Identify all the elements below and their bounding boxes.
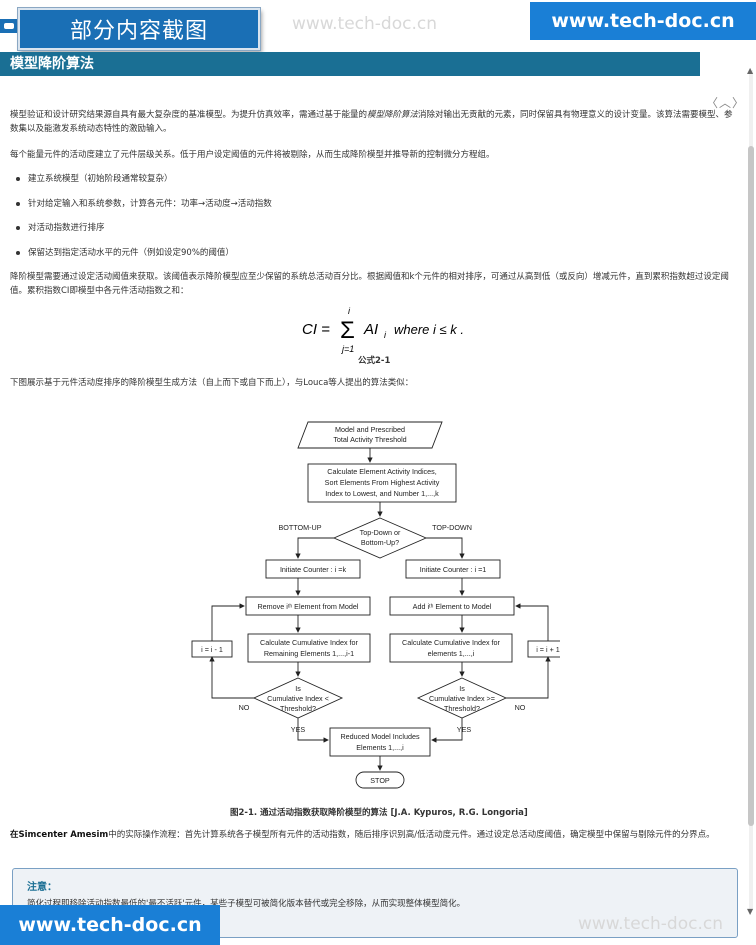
flow-arrow <box>211 603 245 641</box>
scroll-down-icon[interactable]: ▼ <box>747 907 754 916</box>
list-item: 保留达到指定活动水平的元件（例如设定90%的阈值） <box>10 246 272 271</box>
scrollbar-thumb[interactable] <box>748 146 754 826</box>
flow-stop-terminal <box>355 771 405 789</box>
flow-cum-right-line2: elements 1,...,i <box>428 649 475 658</box>
flow-start-line1: Model and Prescribed <box>335 425 405 434</box>
flow-add-text: Add iᵗʰ Element to Model <box>413 602 492 611</box>
nav-arrows-icon[interactable]: 〈︿〉 <box>706 96 746 110</box>
paragraph-intro: 模型验证和设计研究结果源自具有最大复杂度的基准模型。为提升仿真效率，需通过基于能… <box>10 108 736 136</box>
formula-condition: where i ≤ k . <box>394 322 464 337</box>
flow-arrow <box>297 718 329 743</box>
flow-calc-line3: Index to Lowest, and Number 1,...,k <box>325 489 439 498</box>
flow-cum-left-box <box>247 633 371 663</box>
paragraph-text: 模型验证和设计研究结果源自具有最大复杂度的基准模型。为提升仿真效率，需通过基于能… <box>10 110 368 120</box>
flow-check-right-line2: Cumulative Index >= <box>429 694 495 703</box>
flow-init-left-text: Initiate Counter : i =k <box>280 565 347 574</box>
list-item: 对活动指数进行排序 <box>10 221 272 246</box>
formula-sum-bottom: j=1 <box>341 344 354 354</box>
paragraph-amesim: 在Simcenter Amesim中的实际操作流程：首先计算系统各子模型所有元件… <box>10 828 715 842</box>
paragraph-text: 中的实际操作流程：首先计算系统各子模型所有元件的活动指数，随后排序识别高/低活动… <box>108 830 715 840</box>
flow-calc-box <box>307 463 457 503</box>
paragraph-text: 消除对输出无贡献的元素，同时保留具有物理意义的设计变量。该算法需要模型、参数集以… <box>10 110 733 134</box>
list-item: 建立系统模型（初始阶段通常较复杂） <box>10 172 272 197</box>
flow-reduced-line1: Reduced Model Includes <box>340 732 420 741</box>
flow-yes-right: YES <box>457 725 472 734</box>
formula-lhs: CI = <box>302 321 330 338</box>
flow-start-box <box>297 421 443 449</box>
formula-caption: 公式2-1 <box>358 356 391 366</box>
flow-top-down-label: TOP-DOWN <box>432 523 472 532</box>
flow-arrow <box>431 718 463 743</box>
paragraph-hierarchy: 每个能量元件的活动度建立了元件层级关系。低于用户设定阈值的元件将被剔除，从而生成… <box>10 150 495 160</box>
flow-check-right-line3: Threshold? <box>444 704 480 713</box>
flow-stop-text: STOP <box>370 776 390 785</box>
flow-increment-text: i = i + 1 <box>536 645 560 654</box>
flow-reduced-box <box>329 727 431 757</box>
site-link-bottom[interactable]: www.tech-doc.cn <box>0 905 220 945</box>
flow-reduced-line2: Elements 1,...,i <box>356 743 404 752</box>
flow-calc-line1: Calculate Element Activity Indices, <box>327 467 436 476</box>
flow-arrow <box>209 656 254 699</box>
formula-sum-top: i <box>348 306 351 316</box>
screenshot-badge: 部分内容截图 <box>18 8 260 50</box>
flow-cum-right-line1: Calculate Cumulative Index for <box>402 638 500 647</box>
note-text: 简化过程即移除活动指数最低的'最不活跃'元件，某些子模型可被简化版本替代或完全移… <box>27 899 466 909</box>
flow-decrement-text: i = i - 1 <box>201 645 223 654</box>
flow-cum-left-line2: Remaining Elements 1,...,i-1 <box>264 649 354 658</box>
flow-decision-line2: Bottom-Up? <box>361 538 399 547</box>
flow-arrow <box>506 656 551 699</box>
flow-init-right-text: Initiate Counter : i =1 <box>420 565 487 574</box>
paragraph-bold: 在Simcenter Amesim <box>10 830 109 840</box>
formula-term-sub: i <box>384 330 387 340</box>
top-banner: 部分内容截图 www.tech-doc.cn www.tech-doc.cn <box>0 0 756 50</box>
flow-arrow <box>295 537 334 559</box>
list-item: 针对给定输入和系统参数，计算各元件：功率→活动度→活动指数 <box>10 197 272 222</box>
paragraph-emphasis: 模型降阶算法 <box>367 110 419 120</box>
flow-check-left-line1: Is <box>295 684 301 693</box>
formula-ci: CI = i Σ j=1 AI i where i ≤ k . <box>302 306 464 354</box>
figure-caption: 图2-1. 通过活动指数获取降阶模型的算法 [J.A. Kypuros, R.G… <box>230 808 528 818</box>
flow-arrow <box>426 537 465 559</box>
flow-calc-line2: Sort Elements From Highest Activity <box>325 478 440 487</box>
note-title: 注意： <box>27 882 57 893</box>
flow-remove-text: Remove iᵗʰ Element from Model <box>257 602 358 611</box>
flow-bottom-up-label: BOTTOM-UP <box>279 523 322 532</box>
flow-check-right-line1: Is <box>459 684 465 693</box>
flow-decision-line1: Top-Down or <box>360 528 401 537</box>
site-link-top[interactable]: www.tech-doc.cn <box>530 2 756 40</box>
flow-cum-left-line1: Calculate Cumulative Index for <box>260 638 358 647</box>
flow-cum-right-box <box>389 633 513 663</box>
paragraph-figure-intro: 下图展示基于元件活动度排序的降阶模型生成方法（自上而下或自下而上），与Louca… <box>10 378 414 388</box>
steps-list: 建立系统模型（初始阶段通常较复杂） 针对给定输入和系统参数，计算各元件：功率→活… <box>10 172 272 270</box>
badge-tab-icon <box>0 19 20 33</box>
scroll-up-icon[interactable]: ▲ <box>747 66 754 75</box>
flow-no-left: NO <box>239 703 250 712</box>
flow-check-left-line2: Cumulative Index < <box>267 694 329 703</box>
flow-check-left-line3: Threshold? <box>280 704 316 713</box>
flow-init-left-box <box>265 559 361 579</box>
flow-yes-left: YES <box>291 725 306 734</box>
flow-decision-diamond <box>332 517 428 559</box>
flow-add-box <box>389 596 515 616</box>
watermark: www.tech-doc.cn <box>292 14 437 34</box>
flow-remove-box <box>245 596 371 616</box>
section-title: 模型降阶算法 <box>0 52 700 76</box>
flow-arrow <box>515 603 549 641</box>
paragraph-threshold: 降阶模型需要通过设定活动阈值来获取。该阈值表示降阶模型应至少保留的系统总活动百分… <box>10 272 729 296</box>
flowchart: Model and Prescribed Total Activity Thre… <box>191 421 560 789</box>
scrollbar[interactable]: ▲ ▼ <box>746 66 756 916</box>
flow-no-right: NO <box>515 703 526 712</box>
watermark: www.tech-doc.cn <box>578 914 723 934</box>
sigma-icon: Σ <box>340 317 355 344</box>
flow-start-line2: Total Activity Threshold <box>333 435 406 444</box>
flow-init-right-box <box>405 559 501 579</box>
formula-term: AI <box>363 321 378 338</box>
